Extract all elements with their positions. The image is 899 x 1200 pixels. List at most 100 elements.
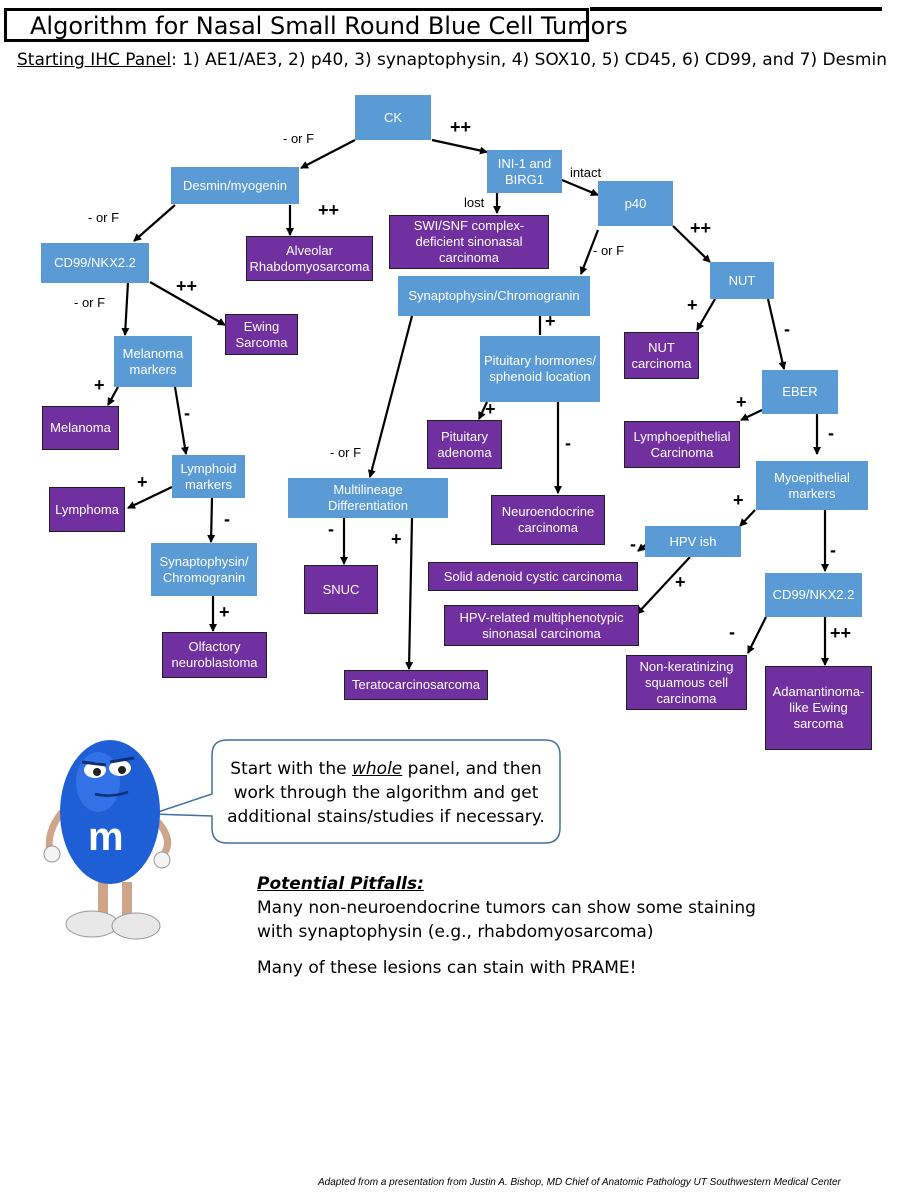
- label-ck-negative: - or F: [283, 131, 315, 146]
- arrow-eber-lymphoepi: [740, 409, 763, 421]
- node-teratocarcinosarcoma: Teratocarcinosarcoma: [344, 670, 488, 700]
- pitfalls-section: Potential Pitfalls: Many non-neuroendocr…: [257, 872, 777, 980]
- node-olfactory-neuroblastoma: Olfactory neuroblastoma: [162, 632, 267, 678]
- node-neuroendocrine-carcinoma: Neuroendocrine carcinoma: [491, 495, 605, 545]
- node-adamantinoma-like-ewing: Adamantinoma-like Ewing sarcoma: [765, 666, 872, 750]
- bubble-line-3: additional stains/studies if necessary.: [227, 807, 545, 827]
- node-eber: EBER: [762, 370, 838, 414]
- label-myo-negative: -: [830, 540, 836, 560]
- mascot-letter: m: [88, 815, 124, 859]
- node-swi-snf-carcinoma: SWI/SNF complex-deficient sinonasal carc…: [389, 215, 549, 269]
- label-p40-negative: - or F: [593, 243, 625, 258]
- bubble-emphasis: whole: [352, 759, 403, 779]
- label-hpv-negative: -: [630, 534, 636, 554]
- node-nut-carcinoma: NUT carcinoma: [624, 332, 699, 379]
- bubble-line-2: work through the algorithm and get: [233, 783, 539, 803]
- pitfalls-heading: Potential Pitfalls:: [257, 874, 424, 894]
- arrow-p40-nut: [672, 225, 711, 263]
- label-nut-positive: +: [687, 295, 698, 315]
- node-lymphoma: Lymphoma: [49, 487, 125, 532]
- label-desmin-positive: ++: [318, 200, 340, 220]
- node-synaptophysin-chromogranin: Synaptophysin/Chromogranin: [398, 276, 590, 316]
- page-title: Algorithm for Nasal Small Round Blue Cel…: [30, 12, 628, 40]
- label-nut-negative: -: [784, 319, 790, 339]
- node-melanoma-markers: Melanoma markers: [114, 336, 192, 387]
- node-pituitary-adenoma: Pituitary adenoma: [427, 420, 502, 469]
- label-myo-positive: +: [733, 490, 744, 510]
- arrow-ck-desmin: [300, 139, 356, 169]
- node-cd99-nkx22: CD99/NKX2.2: [41, 243, 149, 283]
- node-hpv-related-multiphenotypic: HPV-related multiphenotypic sinonasal ca…: [444, 605, 639, 646]
- bubble-text: Start with the whole panel, and then wor…: [226, 757, 546, 829]
- arrow-syn-multi: [367, 315, 414, 478]
- node-non-keratinizing-scc: Non-keratinizing squamous cell carcinoma: [626, 655, 747, 710]
- node-desmin-myogenin: Desmin/myogenin: [171, 167, 299, 204]
- label-multi-positive: +: [391, 529, 402, 549]
- node-ck: CK: [355, 95, 431, 140]
- node-p40: p40: [598, 181, 673, 226]
- label-cd99-negative: - or F: [74, 295, 106, 310]
- attribution-footer: Adapted from a presentation from Justin …: [318, 1177, 841, 1188]
- label-ck-positive: ++: [450, 117, 472, 137]
- label-hpv-positive: +: [675, 572, 686, 592]
- node-pituitary-hormones: Pituitary hormones/ sphenoid location: [480, 336, 600, 402]
- label-mel-positive: +: [94, 375, 105, 395]
- label-syn-negative: - or F: [330, 445, 362, 460]
- node-lymphoepithelial-carcinoma: Lymphoepithelial Carcinoma: [624, 421, 740, 468]
- arrow-cd99b-nonker: [747, 616, 767, 654]
- arrow-p40-synchrom: [579, 229, 600, 275]
- pitfall-1: Many non-neuroendocrine tumors can show …: [257, 898, 756, 942]
- label-lymph-negative: -: [224, 509, 230, 529]
- arrow-mel-melanoma: [107, 386, 119, 406]
- node-snuc: SNUC: [304, 565, 378, 614]
- label-pit-positive: +: [485, 399, 496, 419]
- node-solid-adenoid-cystic-carcinoma: Solid adenoid cystic carcinoma: [428, 562, 638, 591]
- bubble-line-1: Start with the whole panel, and then: [230, 759, 542, 779]
- node-multilineage-differentiation: Multilineage Differentiation: [288, 478, 448, 518]
- arrow-desmin-cd99: [133, 204, 176, 242]
- node-ini1-birg1: INI-1 and BIRG1: [487, 150, 562, 193]
- arrow-pit-adenoma: [478, 401, 488, 420]
- label-multi-negative: -: [328, 519, 334, 539]
- speech-bubble: [151, 739, 561, 844]
- label-cd99b-positive: ++: [830, 623, 852, 643]
- label-mel-negative: -: [184, 403, 190, 423]
- label-ini1-intact: intact: [570, 165, 602, 180]
- node-lymphoid-markers: Lymphoid markers: [172, 455, 245, 498]
- label-syn2-positive: +: [219, 602, 230, 622]
- arrow-nut-eber: [766, 298, 787, 370]
- arrow-multi-terato: [405, 517, 414, 670]
- arrow-myo-hpv: [739, 509, 756, 527]
- node-synaptophysin-chromogranin-2: Synaptophysin/ Chromogranin: [151, 543, 257, 596]
- node-ewing-sarcoma: Ewing Sarcoma: [225, 314, 298, 355]
- arrow-cd99-ewing: [149, 281, 226, 326]
- mascot-character: m: [43, 740, 172, 940]
- node-nut: NUT: [710, 262, 774, 299]
- node-myoepithelial-markers: Myoepithelial markers: [756, 461, 868, 510]
- arrow-nut-nutca: [696, 298, 716, 331]
- label-eber-negative: -: [828, 423, 834, 443]
- arrow-ini1-p40: [561, 178, 599, 197]
- label-p40-positive: ++: [690, 218, 712, 238]
- label-cd99-positive: ++: [176, 276, 198, 296]
- subtitle-label: Starting IHC Panel: [17, 50, 172, 70]
- arrow-ck-ini1: [431, 138, 488, 155]
- pitfall-2: Many of these lesions can stain with PRA…: [257, 958, 637, 978]
- subtitle-text: : 1) AE1/AE3, 2) p40, 3) synaptophysin, …: [171, 50, 887, 70]
- node-alveolar-rhabdomyosarcoma: Alveolar Rhabdomyosarcoma: [246, 236, 373, 281]
- arrow-mel-lymph: [173, 386, 189, 455]
- header-rule: [590, 7, 882, 11]
- label-syn-positive: +: [545, 311, 556, 331]
- label-desmin-negative: - or F: [88, 210, 120, 225]
- arrow-lymph-syn2: [207, 497, 216, 543]
- arrow-hpv-hpvrel: [636, 556, 691, 615]
- label-lymph-positive: +: [137, 472, 148, 492]
- node-cd99-nkx22-b: CD99/NKX2.2: [765, 573, 862, 617]
- mascot-and-bubble: m: [43, 739, 561, 940]
- node-melanoma: Melanoma: [42, 406, 119, 450]
- node-hpv-ish: HPV ish: [645, 526, 741, 557]
- panel-subtitle: Starting IHC Panel: 1) AE1/AE3, 2) p40, …: [17, 50, 887, 70]
- label-ini1-lost: lost: [464, 195, 485, 210]
- arrow-lymph-lymphoma: [127, 486, 173, 509]
